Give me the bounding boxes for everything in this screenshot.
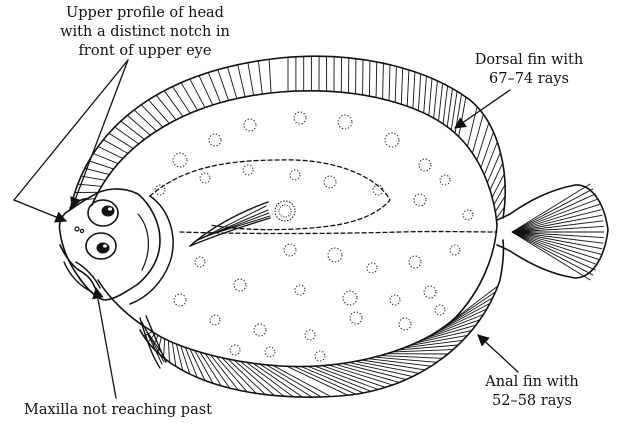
lower-eye [86, 233, 116, 259]
pectoral-fin [190, 202, 270, 246]
leader-lines [14, 60, 518, 398]
label-head-profile-line2: with a distinct notch in [60, 24, 230, 40]
nostrils [75, 227, 84, 233]
label-maxilla: Maxilla not reaching past [24, 402, 212, 418]
label-anal-fin: Anal fin with 52–58 rays [484, 374, 579, 409]
label-dorsal-fin-line2: 67–74 rays [489, 71, 569, 87]
label-maxilla-line1: Maxilla not reaching past [24, 402, 212, 418]
label-anal-fin-line2: 52–58 rays [492, 393, 572, 409]
label-anal-fin-line1: Anal fin with [484, 374, 579, 390]
pelvic-fin [140, 316, 166, 368]
label-head-profile: Upper profile of head with a distinct no… [60, 5, 230, 59]
label-dorsal-fin-line1: Dorsal fin with [475, 52, 583, 68]
gill-cover [130, 196, 173, 304]
label-head-profile-line3: front of upper eye [79, 43, 212, 59]
label-dorsal-fin: Dorsal fin with 67–74 rays [475, 52, 583, 87]
anal-fin-outline [140, 240, 503, 397]
lateral-line [150, 160, 390, 230]
head-outline [59, 189, 160, 300]
body-outline [92, 91, 497, 367]
label-head-profile-line1: Upper profile of head [66, 5, 224, 21]
operculum-curve [138, 214, 148, 270]
caudal-fin [510, 184, 608, 280]
fish-drawing [59, 56, 608, 397]
anal-fin-rays [144, 286, 498, 397]
upper-eye [88, 200, 118, 226]
